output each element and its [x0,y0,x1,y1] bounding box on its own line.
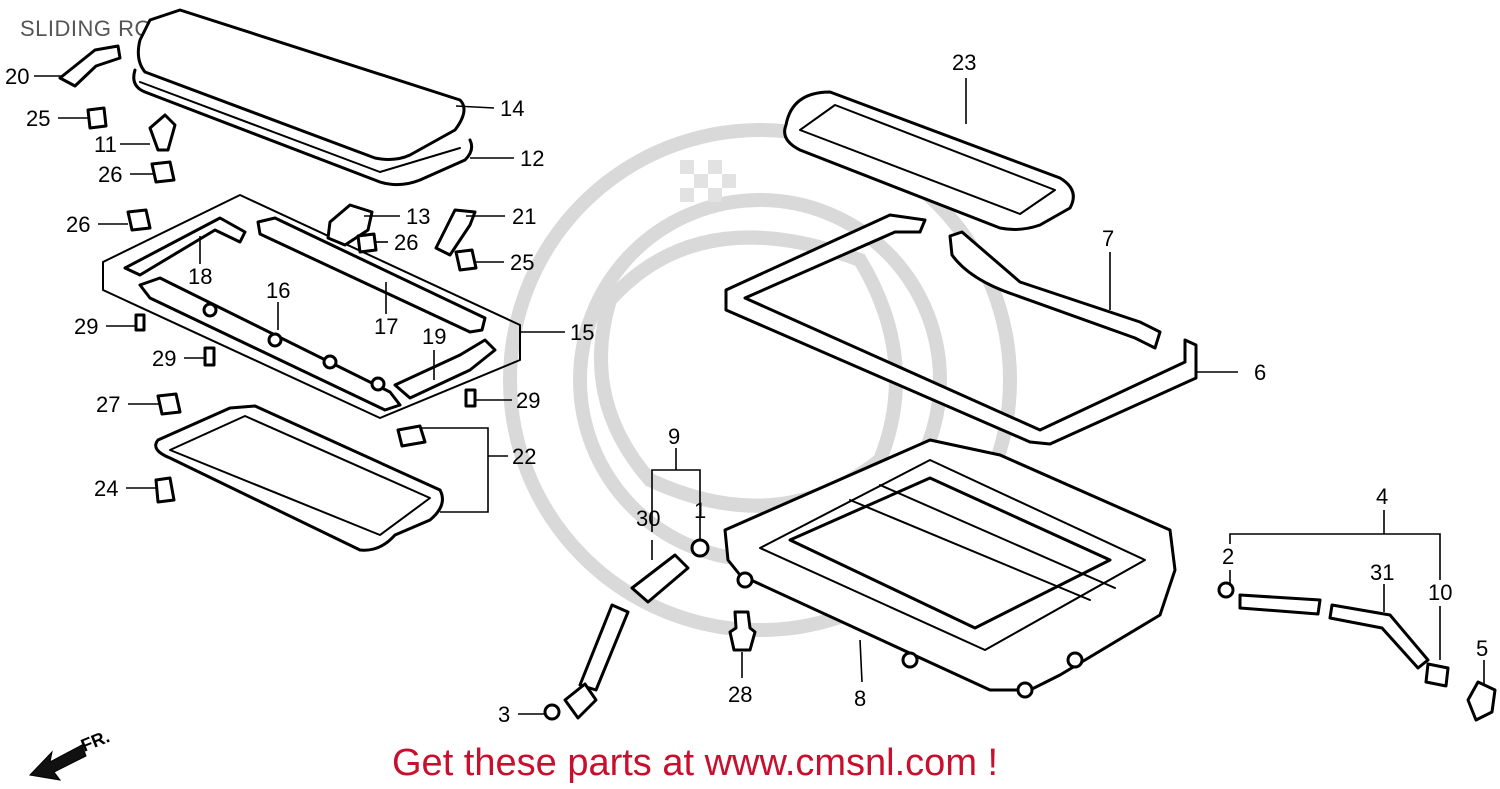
callout-13: 13 [406,204,430,229]
callout-29: 29 [74,314,98,339]
callout-10: 10 [1428,580,1452,605]
drain-hose-30 [543,538,710,721]
callout-26: 26 [98,162,122,187]
callout-11: 11 [94,132,117,157]
callout-3: 3 [498,702,510,727]
callout-21: 21 [512,204,536,229]
callout-28: 28 [728,682,752,707]
leader-lines [34,75,1485,715]
callout-7: 7 [1102,226,1114,251]
bracket-20 [58,44,122,88]
screw-29-c [464,388,477,408]
callout-30: 30 [636,506,660,531]
bolt-28 [728,610,757,652]
callout-8: 8 [854,686,866,711]
callout-6: 6 [1254,360,1266,385]
callout-9: 9 [668,424,680,449]
frame-15 [102,194,521,419]
glass-panel-14 [132,8,474,187]
drain-hose-31 [1217,581,1497,722]
callout-1: 1 [694,498,706,523]
nut-26-a [150,160,176,184]
callout-26: 26 [394,230,418,255]
callout-29: 29 [152,346,176,371]
callout-12: 12 [520,146,544,171]
nut-25-b [454,248,478,272]
front-direction-arrow: FR. [28,726,112,781]
gasket-22 [154,404,444,552]
callout-4: 4 [1376,484,1388,509]
screw-29-a [134,313,146,332]
grommet-22 [396,424,427,448]
callout-22: 22 [512,444,536,469]
callout-15: 15 [570,320,594,345]
front-direction-label: FR. [78,726,112,755]
screw-29-b [203,346,216,367]
callout-26: 26 [66,212,90,237]
nut-26-b [356,232,378,254]
callout-23: 23 [952,50,976,75]
callout-14: 14 [500,96,524,121]
pin-11 [148,113,177,152]
weatherstrip-23 [783,90,1075,231]
callout-17: 17 [374,314,398,339]
callout-29: 29 [516,388,540,413]
callout-labels: 20 25 11 26 26 14 12 13 26 21 25 18 16 1… [5,50,1488,727]
callout-16: 16 [266,278,290,303]
callout-31: 31 [1370,560,1394,585]
clip-27 [156,392,182,416]
callout-19: 19 [422,324,446,349]
nut-25 [86,106,108,130]
callout-2: 2 [1222,544,1234,569]
callout-20: 20 [5,64,29,89]
callout-25: 25 [510,250,534,275]
clip-13 [326,203,374,247]
callout-27: 27 [96,392,120,417]
callout-25: 25 [26,106,50,131]
grommet-24 [154,476,176,504]
callout-18: 18 [188,264,212,289]
callout-5: 5 [1476,636,1488,661]
clip-21 [434,208,477,257]
seal-frame-6 [724,213,1198,446]
seal-7 [948,230,1162,350]
frame-8 [723,438,1177,699]
callout-24: 24 [94,476,118,501]
footer-promo-text[interactable]: Get these parts at www.cmsnl.com ! [392,742,999,784]
nut-26-c [126,208,152,232]
